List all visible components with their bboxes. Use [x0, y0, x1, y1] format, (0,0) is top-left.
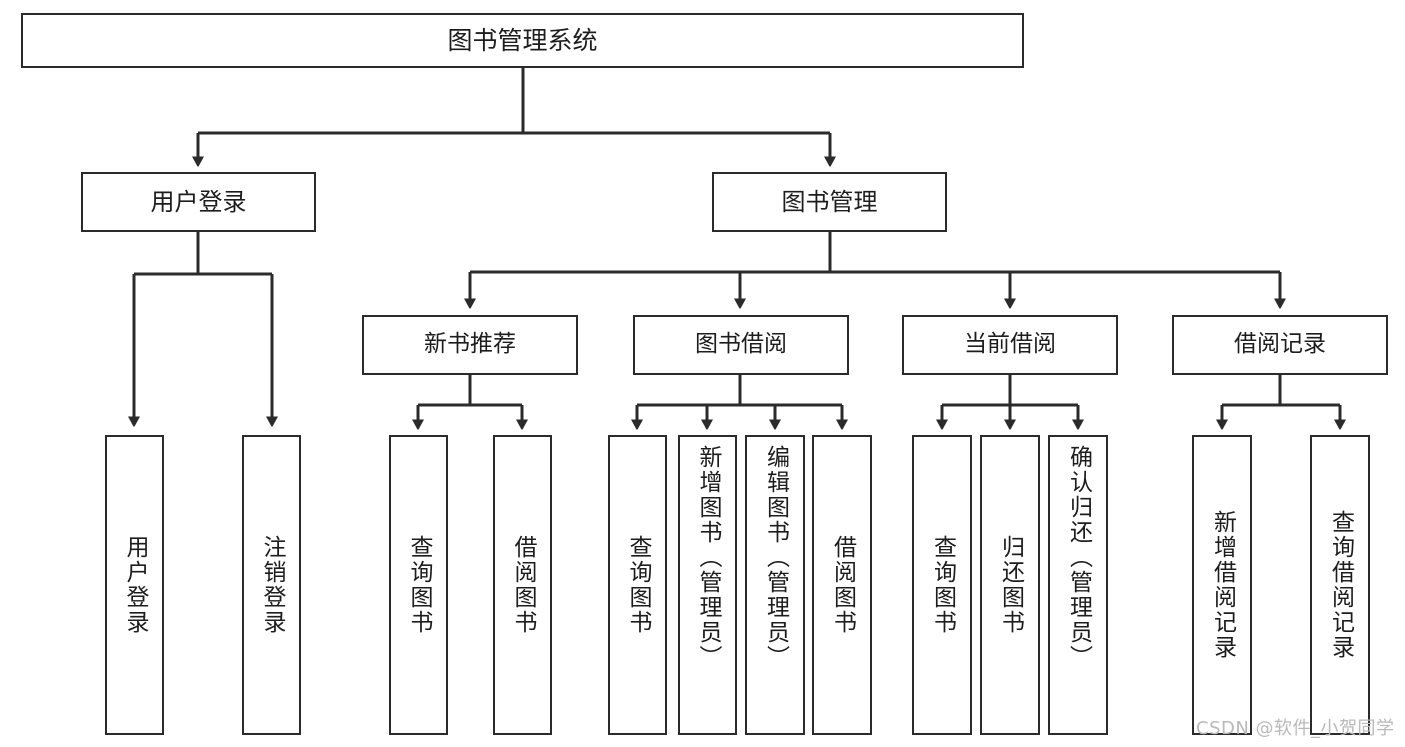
node-label: 用户登录	[122, 535, 148, 635]
node-borrow-record[interactable]: 借阅记录	[1172, 315, 1388, 375]
node-label: 新增图书（管理员）	[695, 445, 721, 670]
node-leaf-confirm-return-admin[interactable]: 确认归还（管理员）	[1048, 435, 1108, 735]
node-leaf-return-book[interactable]: 归还图书	[980, 435, 1040, 735]
node-leaf-user-login[interactable]: 用户登录	[105, 435, 164, 735]
node-label: 编辑图书（管理员）	[762, 445, 789, 670]
node-root-book-management-system[interactable]: 图书管理系统	[21, 13, 1024, 68]
node-label: 借阅记录	[1234, 331, 1326, 358]
node-label: 图书管理系统	[447, 25, 598, 55]
node-leaf-add-book-admin[interactable]: 新增图书（管理员）	[678, 435, 737, 735]
node-label: 查询图书	[929, 535, 956, 635]
node-leaf-query-borrow-record[interactable]: 查询借阅记录	[1310, 435, 1370, 735]
node-label: 新书推荐	[424, 331, 516, 358]
node-current-borrow[interactable]: 当前借阅	[902, 315, 1118, 375]
node-leaf-borrow-book-recommend[interactable]: 借阅图书	[493, 435, 552, 735]
node-label: 注销登录	[259, 535, 285, 635]
node-label: 图书管理	[781, 187, 878, 216]
node-user-login[interactable]: 用户登录	[81, 172, 316, 232]
node-label: 当前借阅	[964, 331, 1056, 358]
node-label: 查询借阅记录	[1327, 510, 1354, 660]
node-leaf-query-book-current[interactable]: 查询图书	[912, 435, 972, 735]
node-label: 图书借阅	[695, 331, 787, 358]
node-leaf-query-book-borrow[interactable]: 查询图书	[608, 435, 667, 735]
node-label: 新增借阅记录	[1209, 510, 1236, 660]
node-book-borrow[interactable]: 图书借阅	[633, 315, 849, 375]
node-label: 确认归还（管理员）	[1065, 445, 1092, 670]
node-label: 借阅图书	[829, 535, 856, 635]
node-leaf-add-borrow-record[interactable]: 新增借阅记录	[1192, 435, 1252, 735]
node-label: 借阅图书	[510, 535, 536, 635]
node-label: 查询图书	[406, 535, 432, 635]
node-label: 用户登录	[150, 187, 247, 216]
node-label: 归还图书	[997, 535, 1024, 635]
node-leaf-edit-book-admin[interactable]: 编辑图书（管理员）	[745, 435, 805, 735]
node-leaf-query-book-recommend[interactable]: 查询图书	[389, 435, 448, 735]
node-book-management[interactable]: 图书管理	[712, 172, 947, 232]
csdn-watermark: CSDN @软件_小贺同学	[1196, 718, 1395, 739]
node-leaf-borrow-book[interactable]: 借阅图书	[812, 435, 872, 735]
node-new-book-recommend[interactable]: 新书推荐	[362, 315, 578, 375]
node-leaf-logout[interactable]: 注销登录	[242, 435, 301, 735]
node-label: 查询图书	[625, 535, 651, 635]
